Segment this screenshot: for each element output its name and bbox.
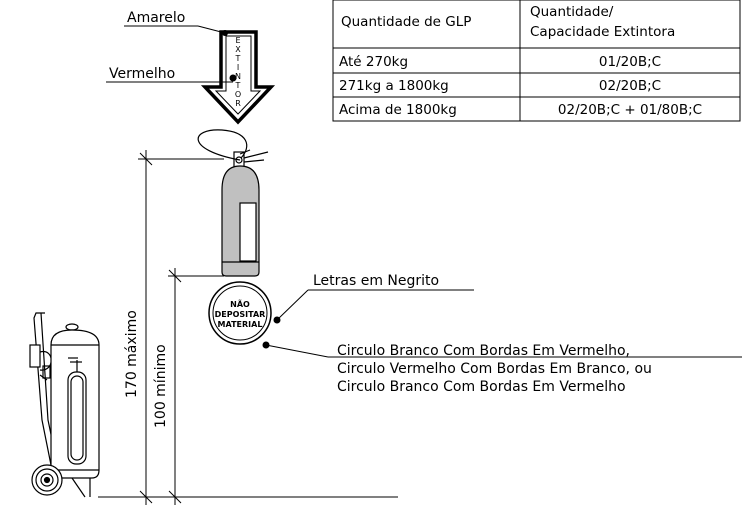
leader-circulo-dot [262, 341, 270, 349]
table-header-glp: Quantidade de GLP [341, 14, 471, 30]
svg-text:T: T [235, 81, 241, 90]
svg-text:I: I [237, 63, 239, 72]
svg-text:R: R [235, 99, 241, 108]
sign-text-nao: NÃO [230, 299, 250, 309]
wall-extinguisher [197, 129, 269, 277]
table-cell-r1-c2: 01/20B;C [599, 54, 661, 70]
leader-letras-negrito [276, 289, 474, 321]
wheeled-extinguisher [29, 312, 100, 498]
leader-letras-dot [273, 316, 281, 324]
circle-desc-line1: Circulo Branco Com Bordas Em Vermelho, [337, 343, 630, 359]
table-header-capacidade: Capacidade Extintora [530, 24, 675, 40]
svg-text:X: X [235, 45, 241, 54]
sign-text-depositar: DEPOSITAR [215, 310, 266, 319]
leader-vermelho-dot [229, 74, 237, 82]
arrow-sign [200, 30, 276, 125]
dim-170-label: 170 máximo [124, 310, 140, 398]
sign-text-material: MATERIAL [218, 320, 263, 329]
no-deposit-sign [208, 281, 272, 345]
arrow-extintor-letters: E X T I N T O R [235, 36, 242, 108]
label-amarelo: Amarelo [127, 10, 185, 26]
svg-text:E: E [235, 36, 240, 45]
table-cell-r1-c1: Até 270kg [339, 54, 408, 70]
extinguisher-table [332, 0, 741, 122]
svg-text:N: N [235, 72, 241, 81]
label-letras-negrito: Letras em Negrito [313, 273, 439, 289]
leader-circulo [265, 344, 742, 358]
dimension-lines [98, 150, 398, 505]
leader-amarelo-dot [222, 30, 228, 36]
circle-desc-line3: Circulo Branco Com Bordas Em Vermelho [337, 379, 626, 395]
svg-text:T: T [235, 54, 241, 63]
table-header-quantidade: Quantidade/ [530, 4, 614, 20]
label-vermelho: Vermelho [109, 66, 175, 82]
circle-desc-line2: Circulo Vermelho Com Bordas Em Branco, o… [337, 361, 652, 377]
table-cell-r3-c1: Acima de 1800kg [339, 102, 457, 118]
table-cell-r2-c1: 271kg a 1800kg [339, 78, 449, 94]
svg-text:O: O [235, 90, 241, 99]
leader-amarelo [124, 25, 226, 34]
table-cell-r2-c2: 02/20B;C [599, 78, 661, 94]
dim-100-label: 100 mínimo [153, 344, 169, 428]
table-cell-r3-c2: 02/20B;C + 01/80B;C [558, 102, 702, 118]
